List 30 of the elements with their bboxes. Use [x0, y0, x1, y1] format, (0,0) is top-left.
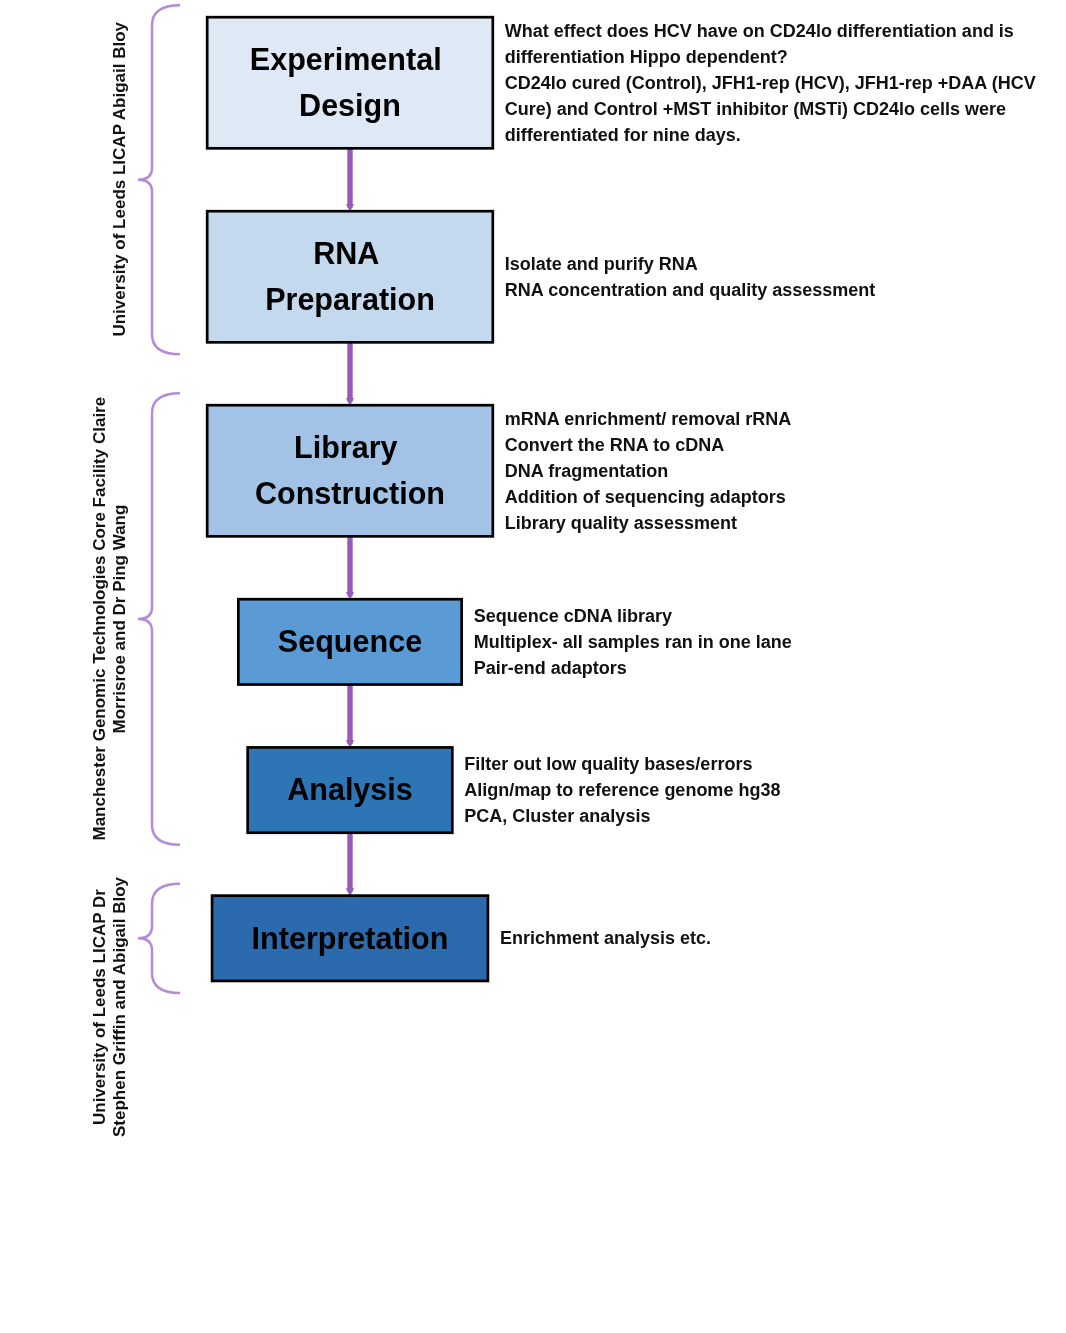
step-note: Library quality assessment	[504, 512, 738, 536]
team-label: University of Leeds LICAP Dr Stephen Griffin and Abigail Bloy	[90, 875, 130, 1139]
team-label: University of Leeds LICAP Abigail Bloy	[110, 22, 130, 337]
step-note: PCA, Cluster analysis	[464, 805, 652, 829]
node-box: Analysis	[246, 746, 454, 835]
step-note: Align/map to reference genome hg38	[464, 779, 782, 803]
step-note: Pair-end adaptors	[473, 657, 628, 681]
step-note: Isolate and purify RNA	[504, 252, 699, 276]
step-note: RNA concentration and quality assessment	[504, 278, 877, 302]
step-note: Convert the RNA to cDNA	[504, 433, 726, 457]
arrow	[346, 342, 354, 406]
step-note: DNA fragmentation	[504, 459, 670, 483]
arrow	[346, 536, 354, 600]
step-note: What effect does HCV have on CD24lo differentiation and is differentiation Hippo dependent?	[504, 19, 1015, 69]
node-box: Experimental Design	[205, 15, 495, 150]
node-box: Sequence	[237, 597, 463, 686]
step-note: Enrichment analysis etc.	[499, 927, 712, 951]
node-box: Interpretation	[210, 894, 490, 983]
step-note: Filter out low quality bases/errors	[464, 753, 754, 777]
step-note: Multiplex- all samples ran in one lane	[473, 630, 793, 654]
node-box: Library Construction	[205, 403, 495, 538]
arrow	[346, 832, 354, 896]
step-note: Sequence cDNA library	[473, 604, 674, 628]
arrow	[346, 148, 354, 212]
step-note: CD24lo cured (Control), JFH1-rep (HCV), JFH1-rep +DAA (HCV Cure) and Control +MST inhibitor (MSTi) CD24lo cells were differentiated for nine days.	[504, 71, 1037, 148]
step-note: mRNA enrichment/ removal rRNA	[504, 407, 793, 431]
node-box: RNA Preparation	[205, 209, 495, 344]
team-label: Manchester Genomic Technologies Core Facility Claire Morrisroe and Dr Ping Wang	[90, 395, 130, 843]
step-note: Addition of sequencing adaptors	[504, 486, 787, 510]
arrow	[346, 684, 354, 748]
